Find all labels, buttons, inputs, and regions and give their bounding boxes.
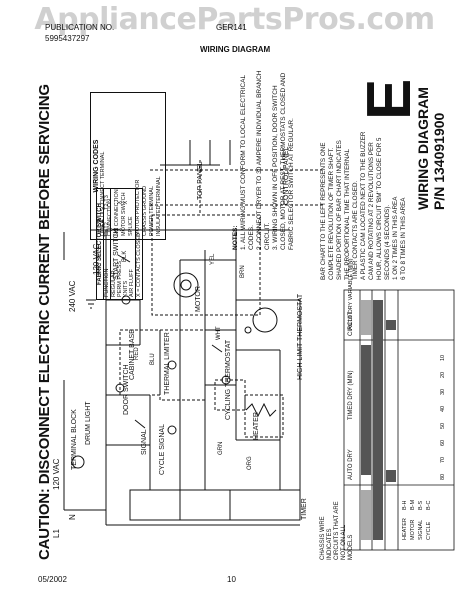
bar-note: 1 ON 2 TIMES IN THIS AREA: [392, 196, 399, 280]
voltage-120-left: 120 VAC: [52, 458, 61, 490]
caution-warning: CAUTION: DISCONNECT ELECTRIC CURRENT BEF…: [36, 84, 53, 560]
diagram-id-title: WIRING DIAGRAM: [415, 87, 431, 210]
chassis-note: CHASSIS WIRE INDICATES CIRCUITS THAT ARE…: [320, 501, 354, 560]
wire-brn: BRN: [240, 265, 246, 278]
timer-minute-tick: 30: [440, 388, 446, 395]
model-number: GER141: [216, 23, 247, 32]
fabric-table-header: FUNCTION T1-T2 T2-T3: [104, 189, 111, 299]
top-panel-label: TOP PANEL: [197, 161, 204, 200]
voltage-240: 240 VAC: [68, 280, 77, 312]
page-number: 10: [227, 575, 236, 584]
note-item: 2. CONNECT DRYER TO 30 AMPERE INDIVIDUAL…: [256, 70, 271, 250]
timer-auto-dry-heading: AUTO DRY: [348, 449, 354, 480]
wire-yel: YEL: [210, 253, 216, 265]
thermal-limiter-label: THERMAL LIMITER: [164, 332, 171, 395]
wire-blu: BLU: [150, 353, 156, 365]
bar-chart-notes: BAR CHART TO THE LEFT REPRESENTS ONE COM…: [320, 130, 408, 280]
table-row: AIR FLUFF: [129, 189, 135, 299]
table-cell: [129, 189, 135, 216]
bar-note: SHADED PORTION OF BAR CHART INDICATES TH…: [336, 140, 359, 280]
wiring-code-item: POWER TERMINAL: [149, 185, 155, 236]
motor-label: MOTOR: [195, 286, 202, 312]
diagram-letter: E: [355, 78, 424, 120]
fabric-col-t1t2: T1-T2: [104, 222, 110, 237]
note-item: 3. WIRING SHOWN IN OFF POSITION, DOOR SW…: [272, 72, 295, 250]
fabric-table-title: FABRIC SELECTOR SWITCH: [97, 189, 104, 299]
publication-number: 5995437297: [45, 34, 90, 43]
timer-variable-heading: AUTO DRY VARIABLE (MIN): [348, 258, 354, 330]
publication-label: PUBLICATION NO.: [45, 23, 115, 32]
footer-date: 05/2002: [38, 575, 67, 584]
notes-heading: NOTES:: [232, 225, 239, 250]
timer-minute-tick: 10: [440, 354, 446, 361]
fabric-table-legend: X = CONTACTS CLOSED: [135, 189, 142, 299]
heater-label: HEATER: [253, 412, 260, 440]
watermark: AppliancePartsPros.com: [34, 2, 435, 37]
timer-contact: B-C: [426, 500, 432, 510]
timer-minute-tick: 50: [440, 422, 446, 429]
drum-light-label: DRUM LIGHT: [85, 401, 92, 445]
wiring-code-item: CHASSIS GROUND: [142, 185, 148, 236]
bar-note: BAR CHART TO THE LEFT REPRESENTS ONE COM…: [320, 142, 335, 280]
wire-wht: WHT: [216, 326, 222, 340]
fabric-selector-table: FABRIC SELECTOR SWITCH FUNCTION T1-T2 T2…: [96, 188, 143, 300]
timer-circuit-cycle: CYCLE: [426, 521, 432, 540]
cycle-signal-label: CYCLE SIGNAL: [159, 424, 166, 475]
timer-minute-tick: 70: [440, 456, 446, 463]
timer-minute-tick: 20: [440, 371, 446, 378]
fabric-col-function: FUNCTION: [104, 268, 110, 297]
timer-minute-tick: 40: [440, 405, 446, 412]
diagram-id-pn: P/N 134091900: [431, 112, 447, 210]
table-cell: AIR FLUFF: [129, 269, 135, 297]
high-limit-thermostat-label: HIGH LIMIT THERMOSTAT: [297, 293, 304, 380]
timer-minute-tick: 60: [440, 439, 446, 446]
section-title: WIRING DIAGRAM: [200, 45, 271, 54]
wire-grn: GRN: [218, 441, 224, 455]
cycling-thermostat-label: CYCLING THERMOSTAT: [225, 339, 232, 420]
fabric-col-t2t3: T2-T3: [104, 195, 110, 210]
label-n: N: [68, 514, 77, 520]
wire-org: ORG: [247, 456, 253, 470]
bar-note: 6 TO 8 TIMES IN THIS AREA: [400, 197, 407, 280]
timer-label: TIMER: [301, 498, 308, 520]
terminal-block-label: TERMINAL BLOCK: [71, 409, 78, 470]
table-cell: [129, 216, 135, 243]
wire-red: RED: [134, 347, 140, 360]
signal-label: SIGNAL: [141, 429, 148, 455]
wiring-code-item: INSULATED TERMINAL: [156, 176, 162, 236]
note-item: 1. ALL WIRING MUST CONFORM TO LOCAL ELEC…: [240, 75, 255, 250]
timer-minute-tick: 80: [440, 473, 446, 480]
bar-note: A PLASTIC CAM LOCATED NEXT TO THE BUZZER…: [360, 131, 391, 280]
timer-timed-dry-heading: TIMED DRY (MIN): [348, 370, 354, 420]
notes-block: NOTES: 1. ALL WIRING MUST CONFORM TO LOC…: [232, 70, 296, 250]
label-l1: L1: [52, 529, 61, 538]
